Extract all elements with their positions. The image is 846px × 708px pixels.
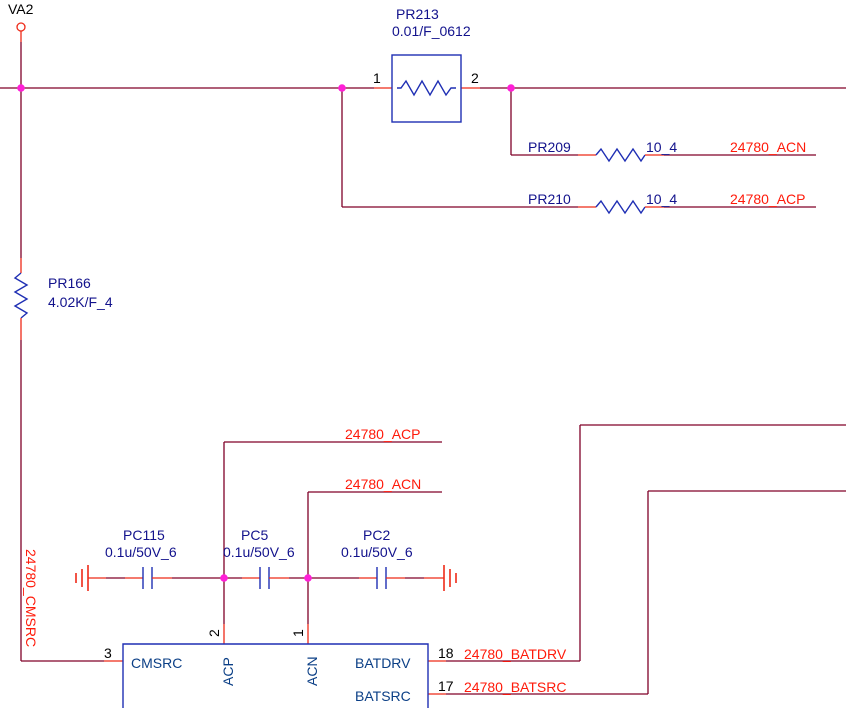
cmsrc-pin-number: 3 [104, 645, 112, 661]
pr213-pin1: 1 [373, 70, 381, 86]
ground-right [443, 565, 457, 591]
pr209-branch: PR209 10_4 24780_ACN [510, 88, 816, 163]
acn-net-label: 24780_ACN [345, 476, 421, 492]
acp-pin-name: ACP [220, 657, 236, 686]
pc5-capacitor: PC5 0.1u/50V_6 [223, 527, 295, 589]
pr213-body [391, 54, 462, 123]
va2-power-port: VA2 [8, 1, 34, 42]
batdrv-pin-name: BATDRV [355, 655, 411, 671]
pr166-resistor: PR166 4.02K/F_4 24780_CMSRC [13, 88, 123, 662]
pc2-capacitor: PC2 0.1u/50V_6 [341, 527, 413, 589]
pr213-ref: PR213 [396, 6, 439, 22]
pr213-resistor: PR213 0.01/F_0612 1 2 [373, 6, 479, 123]
acn-pin-number: 1 [290, 629, 306, 637]
junction-dot [17, 84, 25, 92]
pr210-zigzag [595, 199, 646, 215]
cmsrc-pin-name: CMSRC [131, 655, 182, 671]
pr210-ref: PR210 [528, 191, 571, 207]
pr166-ref: PR166 [48, 275, 91, 291]
pc115-ref: PC115 [123, 527, 165, 543]
junction-dot [220, 574, 228, 582]
battery-nets: 18 24780_BATDRV 17 24780_BATSRC [428, 424, 846, 695]
junction-dot [304, 574, 312, 582]
acn-pin-name: ACN [304, 656, 320, 686]
pc2-ref: PC2 [363, 527, 390, 543]
batdrv-net-label: 24780_BATDRV [464, 646, 567, 662]
pr209-ref: PR209 [528, 139, 571, 155]
pr209-net-label: 24780_ACN [730, 139, 806, 155]
junction-dot [507, 84, 515, 92]
junction-dot [338, 84, 346, 92]
pr210-value: 10_4 [646, 191, 677, 207]
pc115-value: 0.1u/50V_6 [105, 544, 177, 560]
pc115-capacitor: PC115 0.1u/50V_6 [105, 527, 177, 589]
junctions [17, 84, 515, 582]
pc2-value: 0.1u/50V_6 [341, 544, 413, 560]
power-port-circle [16, 22, 26, 32]
pc5-ref: PC5 [241, 527, 268, 543]
batsrc-pin-name: BATSRC [355, 688, 411, 704]
ground-left [75, 565, 89, 591]
batdrv-pin-number: 18 [438, 645, 454, 661]
pr209-zigzag [595, 147, 646, 163]
batsrc-pin-number: 17 [438, 678, 454, 694]
pr166-zigzag [13, 272, 29, 319]
pr213-value: 0.01/F_0612 [392, 23, 471, 39]
charger-ic: 3 CMSRC ACP ACN BATDRV BATSRC [104, 643, 429, 708]
ic-body [122, 643, 429, 708]
va2-label: VA2 [8, 1, 34, 17]
acp-pin-number: 2 [206, 629, 222, 637]
main-rail [0, 42, 846, 89]
acp-acn-nets: 24780_ACP 24780_ACN 2 1 [206, 426, 442, 644]
pr166-value: 4.02K/F_4 [48, 294, 113, 310]
acp-net-label: 24780_ACP [345, 426, 421, 442]
pc5-value: 0.1u/50V_6 [223, 544, 295, 560]
pr213-pin2: 2 [471, 70, 479, 86]
pr210-net-label: 24780_ACP [730, 191, 806, 207]
pr210-branch: PR210 10_4 24780_ACP [341, 88, 816, 215]
pr209-value: 10_4 [646, 139, 677, 155]
cmsrc-net-label: 24780_CMSRC [23, 549, 39, 647]
capacitor-row: PC115 0.1u/50V_6 PC5 0.1u/50V_6 PC2 0.1u… [75, 527, 457, 591]
pr213-zigzag [397, 79, 456, 97]
batsrc-net-label: 24780_BATSRC [464, 679, 566, 695]
